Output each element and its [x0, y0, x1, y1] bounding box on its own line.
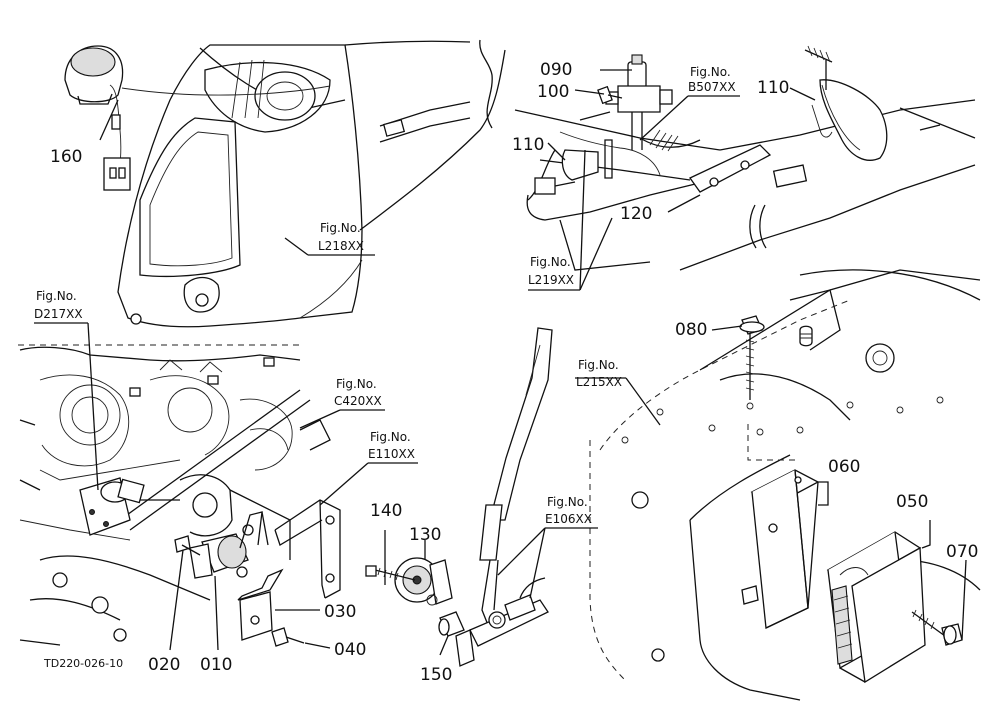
bracket-arm-drawing	[274, 499, 341, 599]
part-number-020: 020	[148, 655, 180, 675]
part-140-drawing	[365, 565, 416, 581]
part-number-030: 030	[324, 602, 356, 622]
part-040-drawing	[271, 627, 305, 647]
part-number-080: 080	[675, 320, 707, 340]
figure-ref-label: Fig.No.	[578, 358, 619, 372]
part-110a-drawing	[534, 139, 613, 195]
part-number-140: 140	[370, 501, 402, 521]
part-number-070: 070	[946, 542, 978, 562]
part-number-100: 100	[537, 82, 569, 102]
part-130-drawing	[394, 557, 453, 606]
figure-ref-code: E106XX	[545, 512, 592, 526]
figure-ref-code: C420XX	[334, 394, 382, 408]
part-number-160: 160	[50, 147, 82, 167]
part-020-drawing	[174, 535, 201, 556]
figure-ref-l218: Fig.No. L218XX	[318, 221, 364, 253]
figure-ref-c420: Fig.No. C420XX	[334, 377, 382, 408]
part-090-drawing	[605, 54, 673, 150]
figure-ref-code: D217XX	[34, 307, 83, 321]
figure-ref-label: Fig.No.	[336, 377, 377, 391]
fender-assembly-drawing	[117, 40, 506, 328]
figure-ref-code: E110XX	[368, 447, 415, 461]
part-100-drawing	[597, 85, 623, 105]
part-number-040: 040	[334, 640, 366, 660]
figure-ref-l219: Fig.No. L219XX	[528, 255, 574, 287]
part-number-050: 050	[896, 492, 928, 512]
part-number-150: 150	[420, 665, 452, 685]
figure-ref-code: L215XX	[576, 375, 622, 389]
figure-ref-l215: Fig.No. L215XX	[576, 358, 622, 389]
part-number-010: 010	[200, 655, 232, 675]
leader-lines	[34, 69, 967, 656]
part-number-110-left: 110	[512, 135, 544, 155]
figure-ref-label: Fig.No.	[370, 430, 411, 444]
part-010-drawing	[189, 511, 269, 579]
part-080-drawing	[739, 315, 765, 410]
part-150-drawing	[438, 611, 465, 637]
figure-ref-b507: Fig.No. B507XX	[688, 65, 736, 94]
figure-ref-label: Fig.No.	[320, 221, 361, 235]
lever-assembly-drawing	[455, 327, 553, 667]
figure-ref-label: Fig.No.	[547, 495, 588, 509]
drawing-code: TD220-026-10	[43, 657, 123, 670]
figure-ref-code: L219XX	[528, 273, 574, 287]
figure-ref-e106: Fig.No. E106XX	[545, 495, 592, 526]
engine-block-drawing	[18, 344, 331, 646]
frame-drawing	[589, 269, 981, 701]
part-number-090: 090	[540, 60, 572, 80]
figure-ref-d217: Fig.No. D217XX	[34, 289, 83, 321]
figure-ref-label: Fig.No.	[530, 255, 571, 269]
part-160-drawing	[64, 45, 331, 191]
part-number-130: 130	[409, 525, 441, 545]
part-050-drawing	[826, 531, 926, 684]
part-030-drawing	[237, 568, 284, 641]
part-number-110-right: 110	[757, 78, 789, 98]
figure-ref-label: Fig.No.	[690, 65, 731, 79]
figure-ref-e110: Fig.No. E110XX	[368, 430, 415, 461]
figure-ref-code: B507XX	[688, 80, 736, 94]
figure-ref-label: Fig.No.	[36, 289, 77, 303]
figure-ref-code: L218XX	[318, 239, 364, 253]
harness-bracket-drawing	[479, 39, 976, 271]
part-number-120: 120	[620, 204, 652, 224]
sensor-plate-drawing	[79, 477, 145, 536]
part-060-drawing	[750, 469, 820, 629]
part-number-060: 060	[828, 457, 860, 477]
